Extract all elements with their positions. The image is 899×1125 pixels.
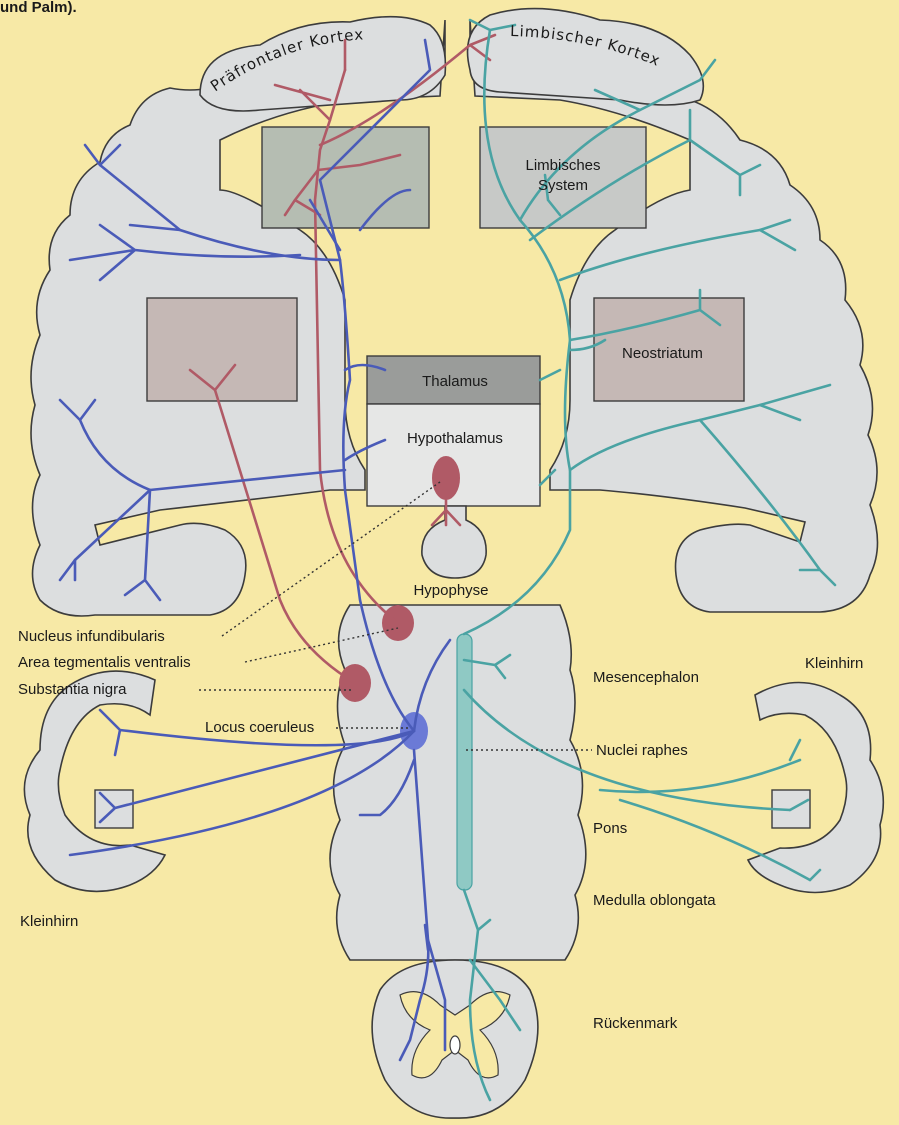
limbic-lobe: [468, 9, 704, 105]
limbic-system-label-line2: System: [538, 177, 588, 194]
caption-fragment: und Palm).: [0, 0, 77, 16]
hypothalamus-label: Hypothalamus: [407, 430, 503, 447]
cerebellum-left: [24, 671, 165, 891]
central-canal: [450, 1036, 460, 1054]
limbic-system-label-line1: Limbisches: [525, 157, 600, 174]
hypophysis-label: Hypophyse: [413, 582, 488, 599]
medulla-label: Medulla oblongata: [593, 892, 716, 909]
striatum-left-box: [147, 298, 297, 401]
cerebellum-right: [748, 683, 883, 893]
nucleus-infundibularis-label: Nucleus infundibularis: [18, 628, 165, 645]
nuclei-raphes-label: Nuclei raphes: [596, 742, 688, 759]
nucleus-infundibularis-marker: [432, 456, 460, 500]
cerebellum-left-label: Kleinhirn: [20, 913, 78, 930]
interhemispheric-fissure: [450, 0, 465, 98]
nuclei-raphes-marker: [457, 634, 472, 890]
pons-label: Pons: [593, 820, 627, 837]
neostriatum-label: Neostriatum: [622, 345, 703, 362]
area-tegmentalis-label: Area tegmentalis ventralis: [18, 654, 191, 671]
mesencephalon-label: Mesencephalon: [593, 669, 699, 686]
spinal-cord-label: Rückenmark: [593, 1015, 678, 1032]
cerebellum-right-label: Kleinhirn: [805, 655, 863, 672]
substantia-nigra-label: Substantia nigra: [18, 681, 127, 698]
thalamus-label: Thalamus: [422, 373, 488, 390]
locus-coeruleus-label: Locus coeruleus: [205, 719, 314, 736]
